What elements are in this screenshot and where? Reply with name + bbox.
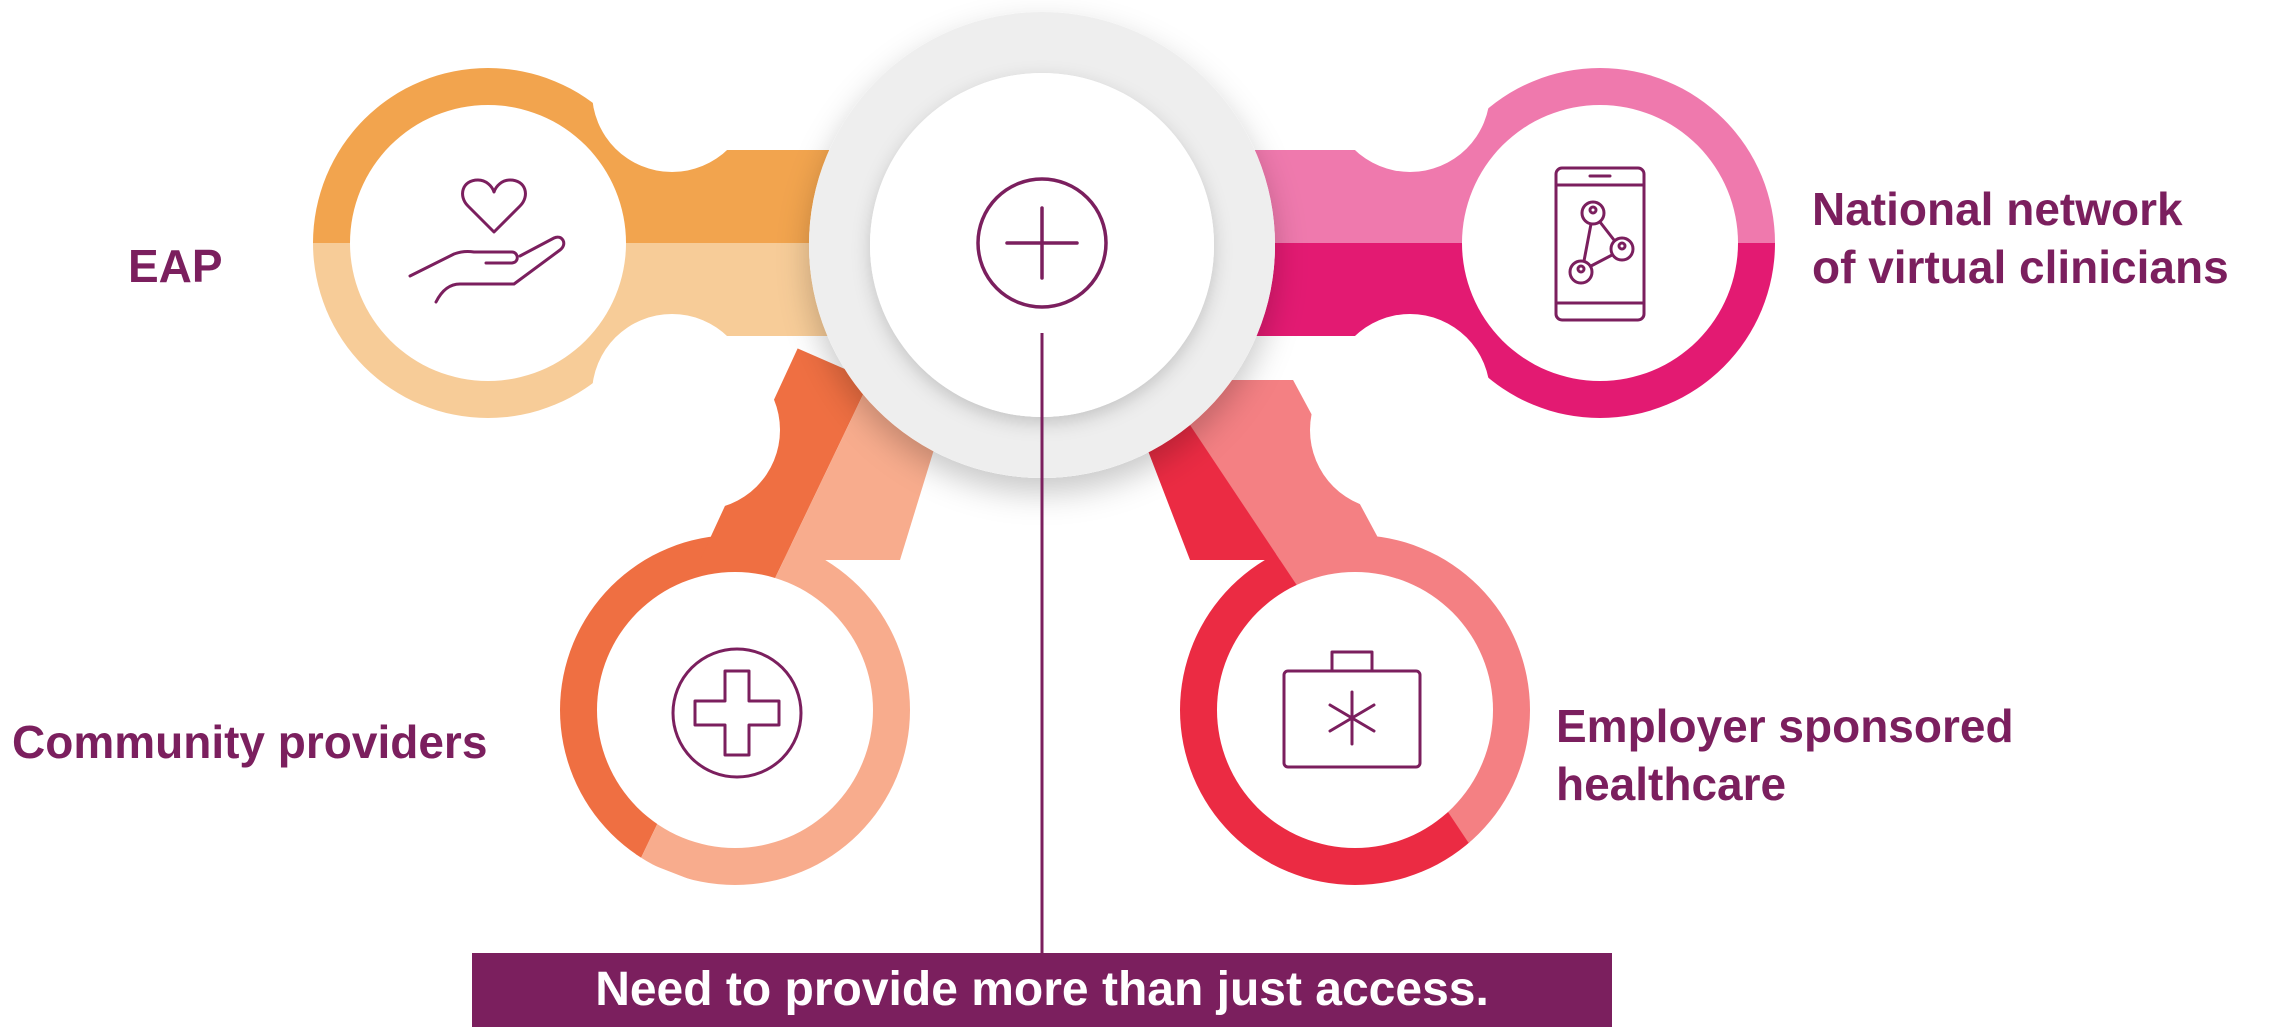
eap-label: EAP (128, 237, 223, 295)
virtual-label-line-1: National network (1812, 183, 2183, 235)
virtual-label: National network of virtual clinicians (1812, 180, 2229, 296)
heart-in-hand-icon (408, 178, 566, 304)
eap-node (350, 105, 626, 381)
message-banner: Need to provide more than just access. (472, 953, 1612, 1027)
first-aid-kit-icon (1282, 650, 1422, 769)
employer-node (1217, 572, 1493, 848)
employer-label: Employer sponsored healthcare (1556, 697, 2014, 813)
community-label: Community providers (12, 713, 487, 771)
virtual-node (1462, 105, 1738, 381)
eap-label-line: EAP (128, 240, 223, 292)
employer-label-line-1: Employer sponsored (1556, 700, 2014, 752)
community-label-line: Community providers (12, 716, 488, 768)
phone-network-icon (1554, 166, 1646, 322)
medical-cross-icon (671, 647, 803, 779)
community-node (597, 572, 873, 848)
virtual-label-line-2: of virtual clinicians (1812, 241, 2229, 293)
employer-label-line-2: healthcare (1556, 758, 1787, 810)
plus-circle-icon (976, 177, 1108, 309)
